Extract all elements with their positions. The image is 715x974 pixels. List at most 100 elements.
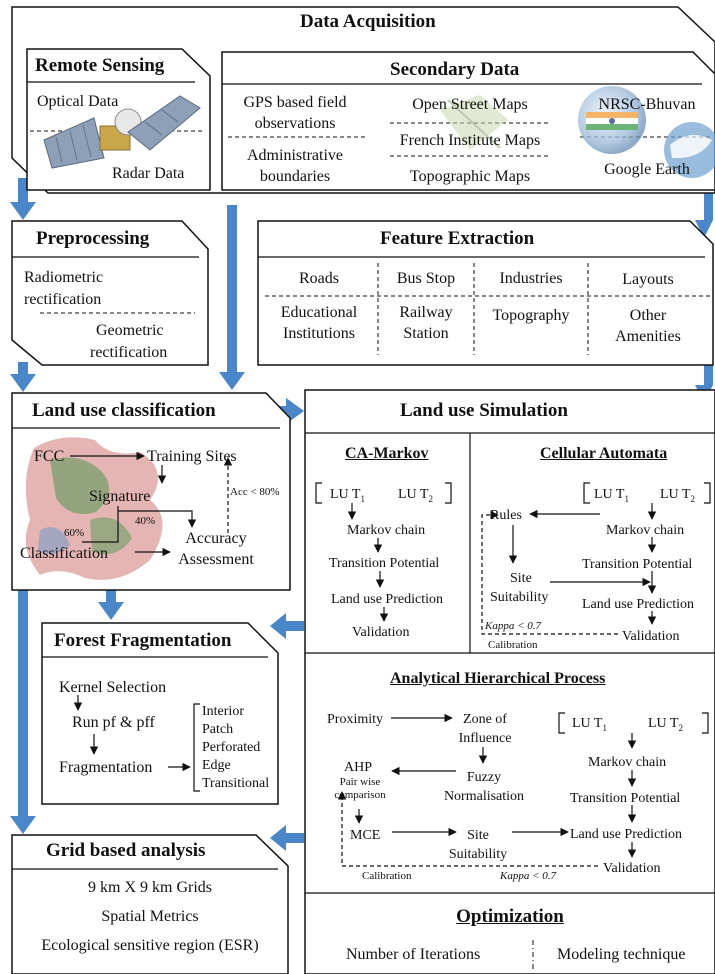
google-earth-icon [664, 122, 715, 178]
spatial-metrics-label: Spatial Metrics [101, 908, 199, 925]
grid-title: Grid based analysis [46, 840, 206, 861]
acc-condition-label: Acc < 80% [230, 486, 280, 498]
ca-validation-label: Validation [352, 625, 410, 640]
bus-stop-label: Bus Stop [396, 270, 456, 287]
ca-markov-chain-label: Markov chain [347, 523, 426, 538]
arrow-da-to-class [219, 205, 245, 390]
fragmentation-label: Fragmentation [59, 759, 153, 776]
forest-title: Forest Fragmentation [54, 630, 232, 651]
ahp-title: Analytical Hierarchical Process [390, 670, 606, 687]
arrow-sim-to-forest [270, 613, 304, 639]
forest-fragmentation-box [41, 622, 279, 805]
pct-60-label: 60% [64, 527, 85, 539]
secondary-data-title: Secondary Data [390, 59, 520, 80]
classification-arrows [70, 451, 233, 557]
grid-size-label: 9 km X 9 km Grids [88, 879, 212, 896]
class-transitional: Transitional [202, 776, 270, 791]
ahp-transition-label: Transition Potential [570, 791, 681, 806]
mce-label: MCE [350, 828, 381, 843]
cellular-automata-title: Cellular Automata [540, 445, 668, 462]
ahp-label: AHP [344, 760, 373, 775]
class-edge: Edge [202, 758, 231, 773]
gps-label-line2: observations [254, 115, 336, 132]
zone-line2: Influence [458, 731, 512, 746]
cellular-transition-label: Transition Potential [582, 557, 693, 572]
arrow-sim-to-grid [270, 825, 304, 851]
ca-markov-title: CA-Markov [345, 445, 429, 462]
french-institute-label: French Institute Maps [399, 132, 541, 149]
training-sites-label: Training Sites [147, 448, 237, 465]
fuzzy-line2: Normalisation [443, 789, 525, 804]
ahp-validation-label: Validation [603, 861, 661, 876]
admin-label-line1: Administrative [247, 147, 343, 164]
arrow-pre-to-class [10, 362, 36, 392]
ahp-lu-t1: LU T1 [572, 716, 607, 733]
cellular-kappa-label: Kappa < 0.7 [485, 620, 542, 632]
layouts-label: Layouts [622, 271, 674, 288]
satellite-icon [43, 95, 201, 169]
ahp-calibration-label: Calibration [362, 870, 412, 882]
ca-markov-lu-t1: LU T1 [330, 487, 365, 504]
pairwise-line2: comparison [334, 789, 386, 801]
bhuvan-logo [578, 86, 646, 154]
preprocessing-title: Preprocessing [36, 228, 150, 249]
pct-40-label: 40% [135, 515, 156, 527]
proximity-label: Proximity [327, 712, 384, 727]
topographic-maps-label: Topographic Maps [409, 168, 531, 185]
ahp-lu-t2: LU T2 [648, 716, 683, 733]
esr-label: Ecological sensitive region (ESR) [41, 937, 259, 954]
railway-line2: Station [403, 325, 449, 342]
geometric-line1: Geometric [96, 322, 164, 339]
accuracy-line2: Assessment [178, 551, 254, 568]
class-perforated: Perforated [202, 740, 261, 755]
run-pf-label: Run pf & pff [72, 714, 155, 731]
fuzzy-line1: Fuzzy [466, 770, 502, 785]
classification-label: Classification [20, 545, 108, 562]
kernel-selection-label: Kernel Selection [59, 679, 167, 696]
ahp-markov-label: Markov chain [588, 755, 667, 770]
optimization-title: Optimization [456, 906, 564, 927]
flow-arrows [10, 178, 713, 851]
cellular-markov-label: Markov chain [606, 523, 685, 538]
other-line2: Amenities [615, 328, 681, 345]
cellular-prediction-label: Land use Prediction [582, 597, 694, 612]
ahp-kappa-label: Kappa < 0.7 [500, 870, 557, 882]
remote-sensing-title: Remote Sensing [35, 55, 165, 76]
topography-label: Topography [492, 307, 570, 324]
ca-transition-label: Transition Potential [329, 556, 440, 571]
arrow-class-to-sim [278, 398, 304, 424]
ahp-prediction-label: Land use Prediction [570, 827, 682, 842]
accuracy-line1: Accuracy [185, 530, 247, 547]
roads-label: Roads [299, 270, 339, 287]
google-earth-label: Google Earth [604, 161, 690, 178]
ahp-site-line2: Suitability [448, 847, 508, 862]
optical-data-label: Optical Data [37, 93, 119, 110]
pairwise-line1: Pair wise [339, 776, 381, 788]
signature-label: Signature [89, 488, 151, 505]
grid-analysis-box [11, 834, 289, 974]
admin-label-line2: boundaries [259, 168, 331, 185]
cellular-site-line1: Site [510, 571, 532, 586]
arrow-class-to-forest [98, 590, 124, 620]
radiometric-line1: Radiometric [24, 269, 104, 286]
cellular-automata-flow [481, 482, 711, 635]
cellular-lu-t1: LU T1 [594, 487, 629, 504]
class-patch: Patch [202, 722, 234, 737]
rules-label: Rules [490, 508, 522, 523]
railway-line1: Railway [399, 304, 453, 321]
map-icon [440, 95, 508, 150]
zone-line1: Zone of [463, 712, 507, 727]
educational-line1: Educational [280, 304, 358, 321]
ahp-flow [337, 712, 709, 867]
bhuvan-label: NRSC-Bhuvan [598, 96, 696, 113]
classified-map-image [25, 437, 163, 580]
osm-label: Open Street Maps [412, 96, 528, 113]
iterations-label: Number of Iterations [346, 946, 481, 963]
industries-label: Industries [499, 270, 563, 287]
ca-prediction-label: Land use Prediction [331, 592, 443, 607]
fcc-label: FCC [34, 448, 65, 465]
ca-markov-lu-t2: LU T2 [398, 487, 433, 504]
class-interior: Interior [202, 704, 244, 719]
forest-flow [73, 695, 200, 792]
arrow-da-to-pre [10, 178, 36, 220]
